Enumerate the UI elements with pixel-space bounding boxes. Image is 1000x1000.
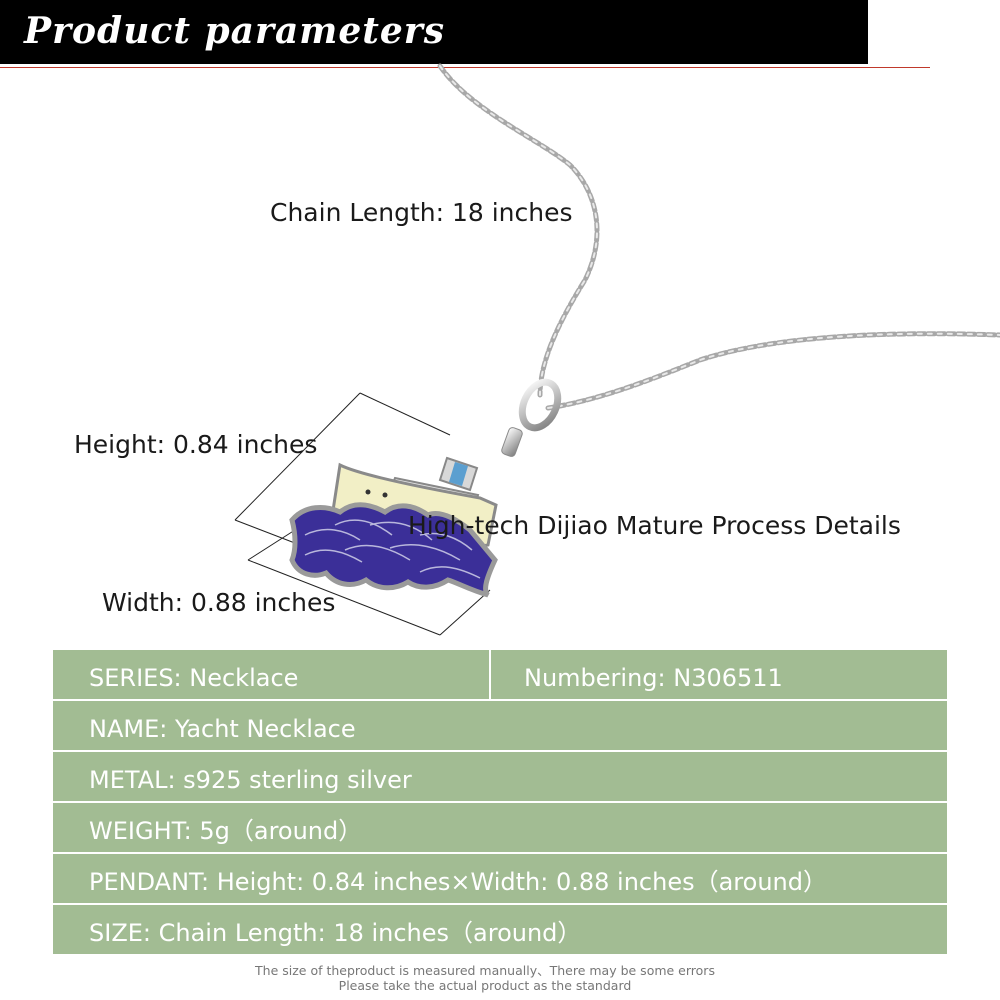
table-row-weight: WEIGHT: 5g（around） <box>53 803 947 852</box>
table-row-series: SERIES: Necklace Numbering: N306511 <box>53 650 947 699</box>
chain-length-label: Chain Length: 18 inches <box>270 198 573 227</box>
width-label: Width: 0.88 inches <box>102 588 336 617</box>
measurement-note: The size of theproduct is measured manua… <box>255 963 715 978</box>
height-label: Height: 0.84 inches <box>74 430 318 459</box>
size-cell: SIZE: Chain Length: 18 inches（around） <box>89 919 582 947</box>
clasp <box>501 378 562 457</box>
yacht-pendant <box>289 456 498 598</box>
parameter-table: SERIES: Necklace Numbering: N306511 NAME… <box>53 650 947 956</box>
pendant-cell: PENDANT: Height: 0.84 inches×Width: 0.88… <box>89 868 827 896</box>
process-details-label: High-tech Dijiao Mature Process Details <box>408 511 901 540</box>
weight-cell: WEIGHT: 5g（around） <box>89 817 363 845</box>
table-row-metal: METAL: s925 sterling silver <box>53 752 947 801</box>
dimension-lines <box>234 392 491 636</box>
name-cell: NAME: Yacht Necklace <box>89 715 356 743</box>
product-image <box>234 63 1000 636</box>
table-row-size: SIZE: Chain Length: 18 inches（around） <box>53 905 947 954</box>
metal-cell: METAL: s925 sterling silver <box>89 766 412 794</box>
header-divider <box>0 67 930 68</box>
table-row-name: NAME: Yacht Necklace <box>53 701 947 750</box>
numbering-cell: Numbering: N306511 <box>524 664 783 692</box>
header-bar: Product parameters <box>0 0 868 64</box>
series-cell: SERIES: Necklace <box>89 664 299 692</box>
page-title: Product parameters <box>24 10 446 52</box>
standard-note: Please take the actual product as the st… <box>338 978 632 993</box>
cell-divider <box>489 650 491 699</box>
chain <box>437 63 1000 411</box>
table-row-pendant: PENDANT: Height: 0.84 inches×Width: 0.88… <box>53 854 947 903</box>
